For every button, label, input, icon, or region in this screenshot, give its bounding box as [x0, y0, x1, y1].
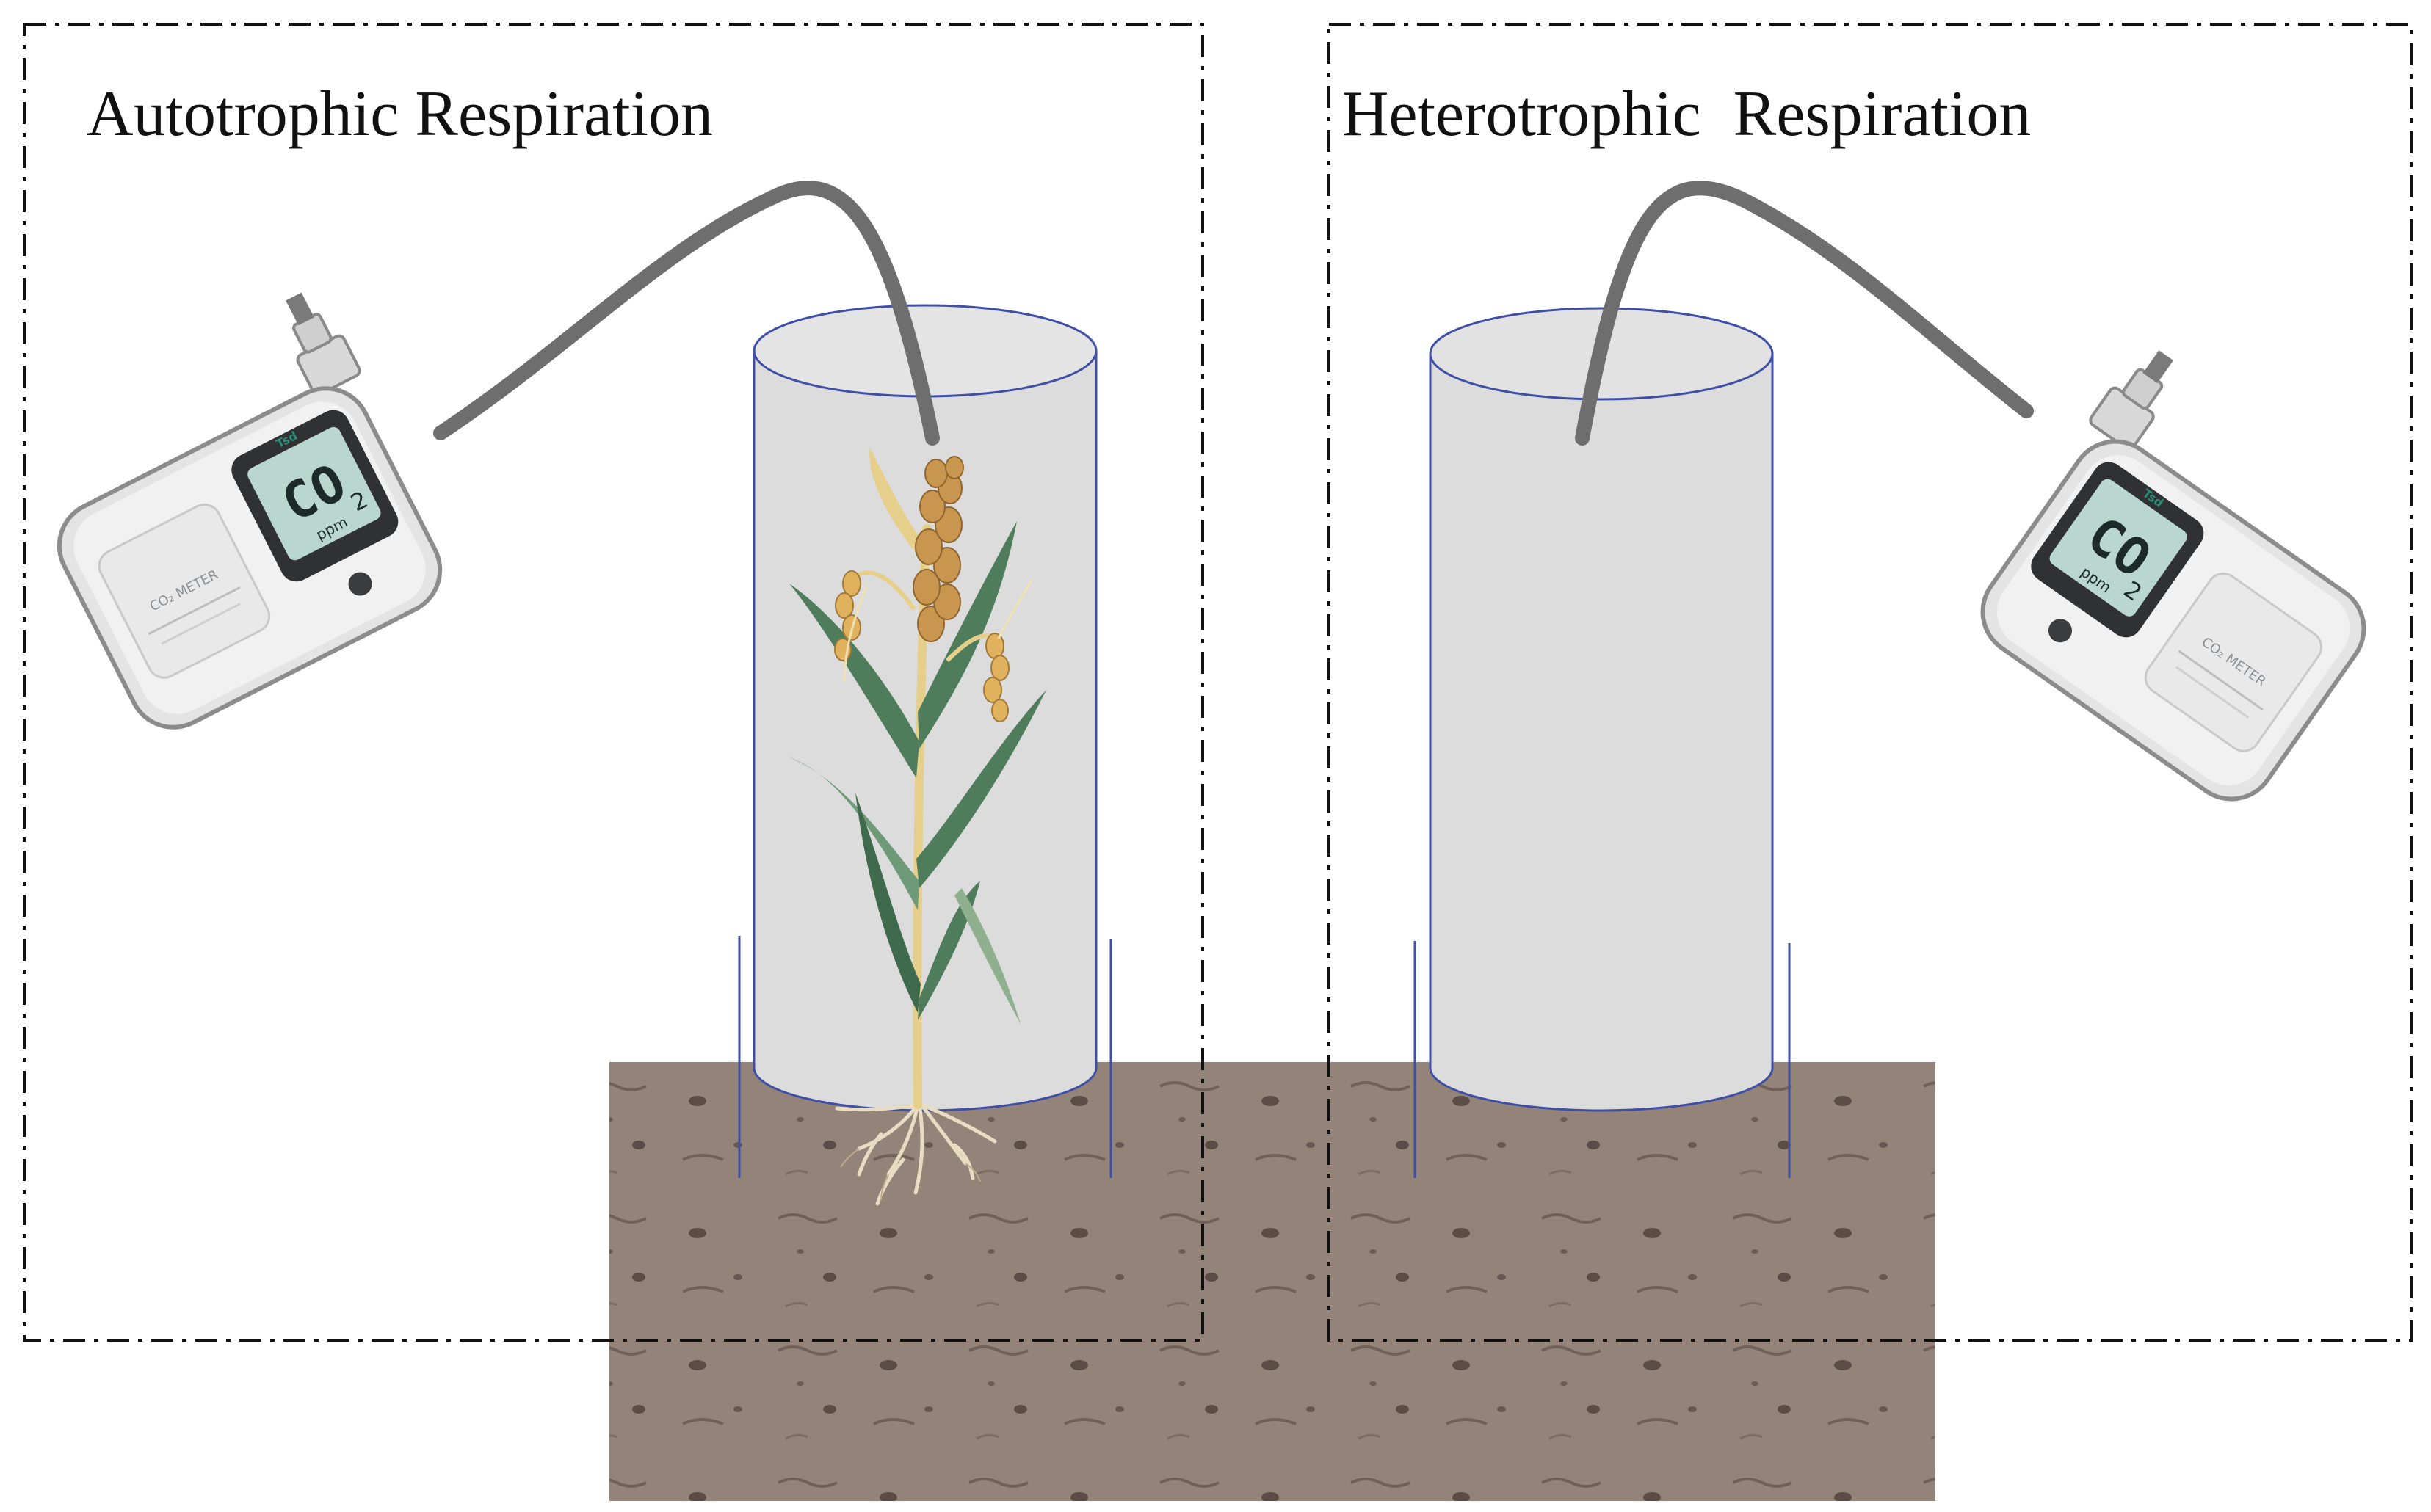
heterotrophic-respiration-title: Heterotrophic Respiration: [1342, 79, 2032, 150]
right-hose: [1575, 181, 2034, 446]
right-chamber: [1413, 307, 1791, 1178]
soil-block: [609, 1062, 1935, 1501]
co2-meter-icon: CO 2 ppm Tsd CO₂ METER: [57, 292, 443, 730]
co2-meter-icon: CO 2 ppm Tsd CO₂ METER: [1980, 350, 2366, 802]
heterotrophic-panel-border: [1327, 23, 2413, 1342]
wheat-plant-icon: [786, 448, 1046, 1206]
autotrophic-panel-border: [23, 23, 1204, 1342]
autotrophic-respiration-title: Autotrophic Respiration: [87, 79, 713, 150]
left-hose: [433, 181, 940, 446]
